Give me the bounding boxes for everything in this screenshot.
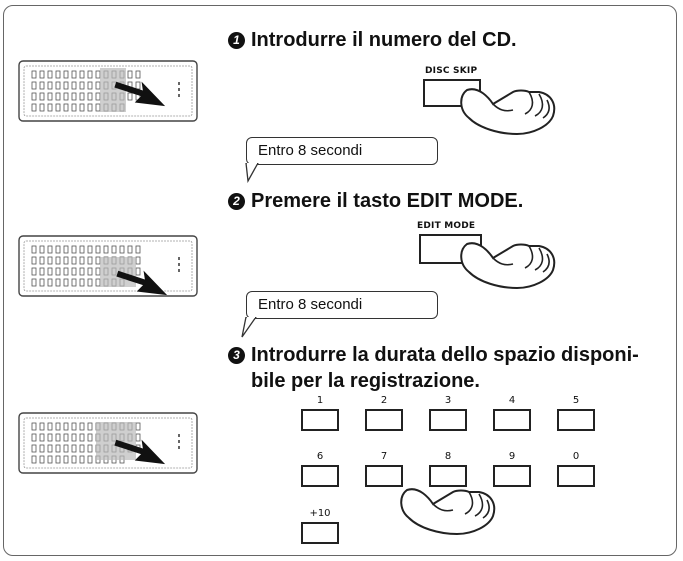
step-3: 3 Introdurre la durata dello spazio disp… [228, 342, 668, 394]
key-label: 7 [380, 451, 388, 462]
remote-control-icon [18, 235, 198, 297]
edit-mode-label: EDIT MODE [417, 221, 476, 231]
number-key[interactable]: 1 [297, 395, 343, 437]
step-2-text: Premere il tasto EDIT MODE. [251, 190, 524, 212]
number-key[interactable]: 0 [553, 451, 599, 493]
remote-control-icon [18, 60, 198, 122]
key-box [365, 409, 403, 431]
step-number-badge: 1 [228, 32, 245, 49]
step-1-text: Introdurre il numero del CD. [251, 29, 517, 51]
plus-ten-key[interactable]: +10 [297, 508, 343, 550]
key-label: +10 [309, 508, 331, 519]
number-key[interactable]: 2 [361, 395, 407, 437]
key-label: 3 [444, 395, 452, 406]
key-label: 4 [508, 395, 516, 406]
remote-control-icon [18, 412, 198, 474]
key-label: 1 [316, 395, 324, 406]
step-number-badge: 3 [228, 347, 245, 364]
step-number-badge: 2 [228, 193, 245, 210]
number-key[interactable]: 5 [553, 395, 599, 437]
number-key[interactable]: 4 [489, 395, 535, 437]
number-key[interactable]: 9 [489, 451, 535, 493]
step-3-text-line1: Introdurre la durata dello spazio dispon… [251, 344, 639, 366]
key-box [557, 465, 595, 487]
key-box [301, 409, 339, 431]
key-box [557, 409, 595, 431]
key-box [301, 522, 339, 544]
key-label: 5 [572, 395, 580, 406]
pointing-hand-icon [460, 242, 556, 290]
instruction-frame [3, 5, 677, 556]
callout-tail [241, 317, 257, 338]
key-box [493, 409, 531, 431]
pointing-hand-icon [400, 488, 496, 536]
timeout-note: Entro 8 secondi [246, 137, 438, 165]
timeout-note: Entro 8 secondi [246, 291, 438, 319]
key-box [429, 409, 467, 431]
pointing-hand-icon [460, 88, 556, 136]
key-label: 6 [316, 451, 324, 462]
step-3-text-line2: bile per la registrazione. [251, 370, 480, 392]
key-label: 0 [572, 451, 580, 462]
key-box [301, 465, 339, 487]
step-1: 1 Introdurre il numero del CD. [228, 27, 517, 53]
step-2: 2 Premere il tasto EDIT MODE. [228, 188, 523, 214]
key-box [493, 465, 531, 487]
key-label: 9 [508, 451, 516, 462]
key-label: 2 [380, 395, 388, 406]
disc-skip-label: DISC SKIP [425, 66, 478, 76]
key-box [365, 465, 403, 487]
callout-tail [245, 163, 259, 183]
number-key[interactable]: 8 [425, 451, 471, 493]
key-label: 8 [444, 451, 452, 462]
number-key[interactable]: 7 [361, 451, 407, 493]
key-box [429, 465, 467, 487]
number-key[interactable]: 6 [297, 451, 343, 493]
number-key[interactable]: 3 [425, 395, 471, 437]
